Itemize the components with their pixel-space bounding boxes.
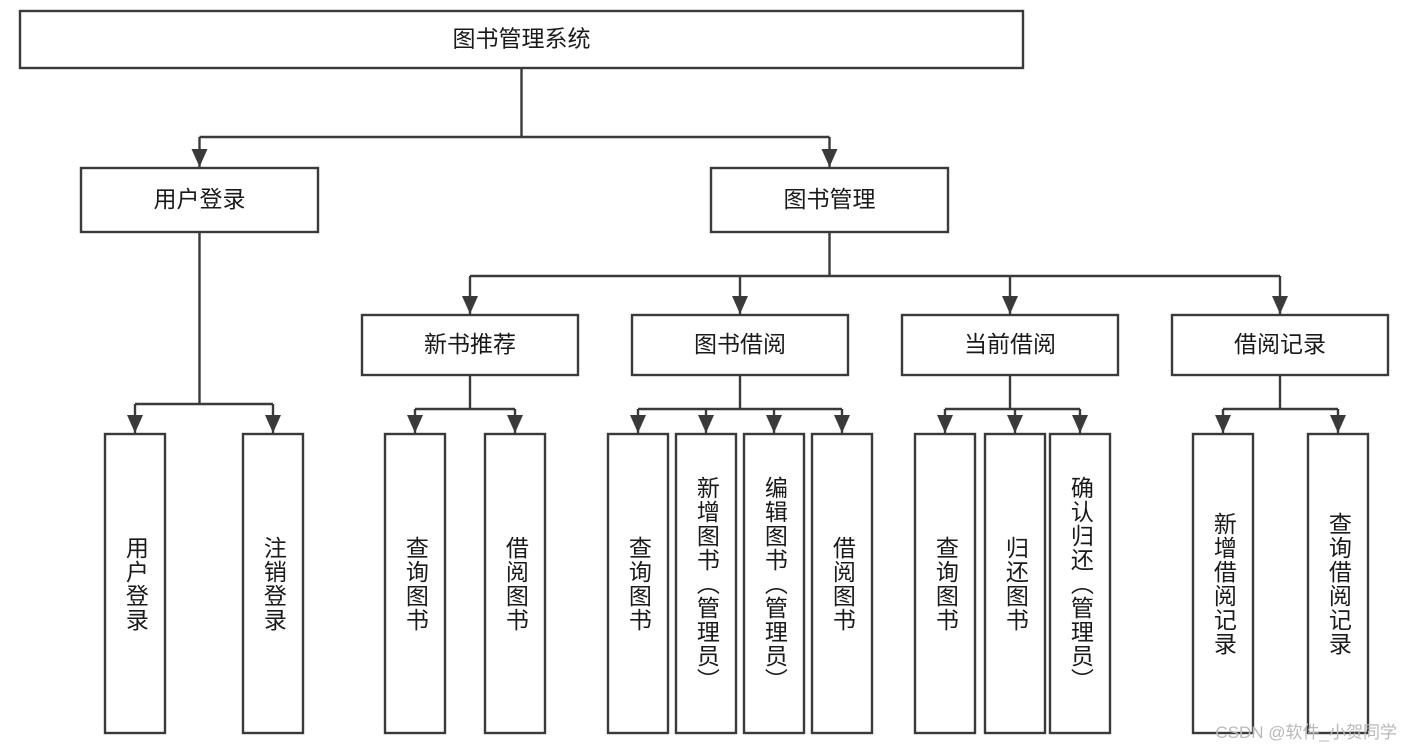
arrow-head-icon-leaf-query-book-3 [937,415,953,433]
node-box-current-borrow[interactable] [900,313,1120,377]
node-box-book-borrow[interactable] [630,313,850,377]
node-label-current-borrow: 当前借阅 [964,331,1056,357]
arrow-head-icon-leaf-edit-book [766,415,782,433]
node-box-borrow-record[interactable] [1170,313,1390,377]
node-label-borrow-record: 借阅记录 [1234,331,1326,357]
node-label-root: 图书管理系统 [453,26,591,52]
node-box-root[interactable] [18,9,1025,70]
arrow-head-icon-leaf-query-book-2 [630,415,646,433]
node-box-leaf-query-book-3[interactable] [913,432,977,735]
node-box-leaf-edit-book[interactable] [742,432,806,735]
node-box-leaf-query-book-2[interactable] [606,432,670,735]
node-label-book-manage: 图书管理 [784,186,876,212]
node-box-leaf-user-login[interactable] [103,432,167,735]
box-layer [18,9,1390,735]
arrow-head-icon-leaf-borrow-book-2 [834,415,850,433]
arrow-head-icon-leaf-user-logout [265,415,281,433]
node-box-leaf-user-logout[interactable] [241,432,305,735]
node-label-book-borrow: 图书借阅 [694,331,786,357]
node-box-user-login[interactable] [79,166,320,234]
node-box-leaf-query-record[interactable] [1306,432,1370,735]
node-box-leaf-borrow-book-1[interactable] [483,432,547,735]
node-box-leaf-query-book-1[interactable] [383,432,447,735]
node-box-leaf-return-book[interactable] [983,432,1047,735]
arrow-head-icon-leaf-user-login [127,415,143,433]
node-box-leaf-add-record[interactable] [1191,432,1255,735]
arrow-head-icon-borrow-record [1272,296,1288,314]
node-box-leaf-borrow-book-2[interactable] [810,432,874,735]
arrow-head-icon-current-borrow [1002,296,1018,314]
arrow-head-icon-leaf-add-record [1215,415,1231,433]
arrow-head-icon-leaf-query-book-1 [407,415,423,433]
connector-layer [127,68,1346,433]
arrow-head-icon-book-borrow [732,296,748,314]
node-box-new-book-rec[interactable] [360,313,580,377]
arrow-head-icon-leaf-add-book [698,415,714,433]
arrow-head-icon-leaf-query-record [1330,415,1346,433]
arrow-head-icon-leaf-borrow-book-1 [507,415,523,433]
node-label-user-login: 用户登录 [154,186,246,212]
node-box-leaf-add-book[interactable] [674,432,738,735]
arrow-head-icon-new-book-rec [462,296,478,314]
arrow-head-icon-book-manage [821,149,838,167]
arrow-head-icon-leaf-confirm-return [1072,415,1088,433]
node-label-new-book-rec: 新书推荐 [424,331,516,357]
node-box-book-manage[interactable] [709,166,950,234]
arrow-head-icon-leaf-return-book [1007,415,1023,433]
arrow-head-icon-user-login [191,149,208,167]
node-box-leaf-confirm-return[interactable] [1048,432,1112,735]
